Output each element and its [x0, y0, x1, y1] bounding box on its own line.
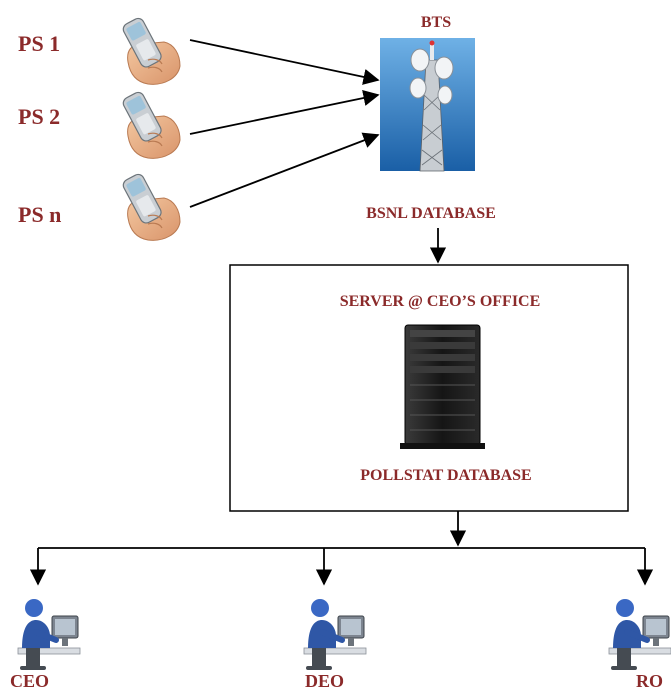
- arrow-ps2-to-bts: [189, 90, 380, 135]
- server-title: SERVER @ CEO’S OFFICE: [340, 293, 541, 310]
- receiver-ro: RO: [609, 599, 671, 691]
- receiver-ro-label: RO: [636, 671, 663, 691]
- server-tower-icon: [400, 324, 485, 449]
- sender-ps1-label: PS 1: [18, 31, 60, 56]
- sender-ps2: PS 2: [18, 89, 181, 159]
- bts-node: BTS: [380, 14, 475, 172]
- arrow-ps1-to-bts: [189, 39, 380, 85]
- server-box: SERVER @ CEO’S OFFICE POLLSTAT DATABASE: [229, 264, 629, 512]
- bsnl-database-label: BSNL DATABASE: [366, 205, 496, 222]
- pollstat-database-label: POLLSTAT DATABASE: [360, 467, 531, 484]
- sender-psn-label: PS n: [18, 202, 61, 227]
- receiver-deo: DEO: [304, 599, 366, 691]
- receiver-ceo-label: CEO: [10, 671, 49, 691]
- cell-tower-icon: [380, 38, 475, 172]
- user-at-computer-icon: [304, 599, 366, 670]
- bts-label: BTS: [421, 14, 451, 31]
- sender-psn: PS n: [18, 171, 181, 241]
- sender-ps1: PS 1: [18, 15, 181, 85]
- user-at-computer-icon: [18, 599, 80, 670]
- sender-ps2-label: PS 2: [18, 104, 60, 129]
- receiver-ceo: CEO: [10, 599, 80, 691]
- user-at-computer-icon: [609, 599, 671, 670]
- mobile-phone-icon: [120, 15, 181, 85]
- mobile-phone-icon: [120, 171, 181, 241]
- receiver-deo-label: DEO: [305, 671, 344, 691]
- arrow-psn-to-bts: [189, 132, 380, 208]
- mobile-phone-icon: [120, 89, 181, 159]
